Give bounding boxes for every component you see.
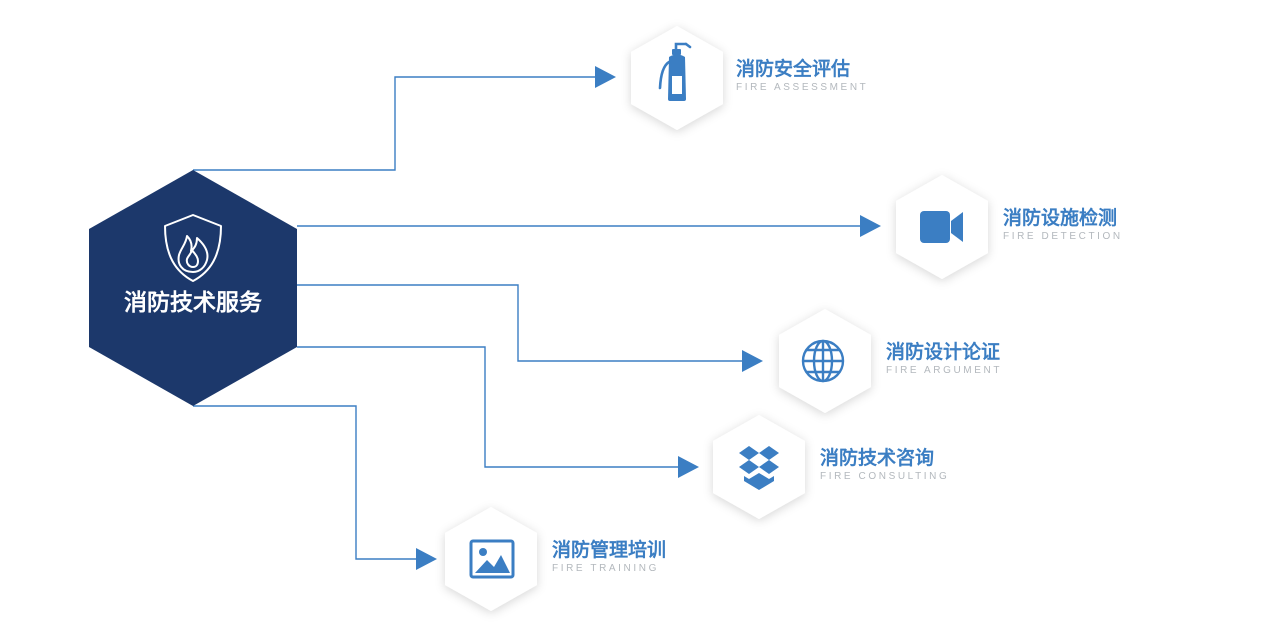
service-title: 消防设计论证 <box>886 341 1001 363</box>
video-camera-icon <box>920 211 963 243</box>
node-assessment[interactable] <box>631 26 723 130</box>
shield-fire-icon <box>164 214 222 282</box>
node-argument[interactable] <box>779 309 871 413</box>
service-title: 消防管理培训 <box>552 539 667 561</box>
fire-extinguisher-icon <box>658 42 692 101</box>
label-assessment: 消防安全评估 FIRE ASSESSMENT <box>736 57 868 95</box>
service-title: 消防技术咨询 <box>820 447 935 469</box>
arrow-consulting <box>678 456 699 478</box>
hub-node <box>89 170 297 406</box>
arrowheads <box>416 66 881 570</box>
label-consulting: 消防技术咨询 FIRE CONSULTING <box>820 446 949 484</box>
image-icon <box>469 539 515 579</box>
service-subtitle: FIRE ARGUMENT <box>886 365 1003 376</box>
connector-argument <box>297 284 744 362</box>
service-subtitle: FIRE ASSESSMENT <box>736 82 869 93</box>
node-consulting[interactable] <box>713 415 805 519</box>
node-training[interactable] <box>445 507 537 611</box>
connector-training <box>193 405 418 560</box>
hexagon-training <box>445 507 537 611</box>
service-subtitle: FIRE CONSULTING <box>820 471 950 482</box>
service-subtitle: FIRE DETECTION <box>1003 231 1123 242</box>
hub-title: 消防技术服务 <box>124 290 262 316</box>
globe-icon <box>801 339 845 383</box>
service-title: 消防设施检测 <box>1003 207 1118 229</box>
service-title: 消防安全评估 <box>736 58 851 80</box>
label-detection: 消防设施检测 FIRE DETECTION <box>1003 206 1123 244</box>
connector-assessment <box>193 76 597 171</box>
arrow-argument <box>742 350 763 372</box>
arrow-detection <box>860 215 881 237</box>
connectors <box>193 76 862 560</box>
label-training: 消防管理培训 FIRE TRAINING <box>552 538 666 576</box>
service-subtitle: FIRE TRAINING <box>552 563 659 574</box>
label-argument: 消防设计论证 FIRE ARGUMENT <box>886 340 1002 378</box>
connector-consulting <box>297 346 680 468</box>
hub-hexagon <box>89 170 297 406</box>
node-detection[interactable] <box>896 175 988 279</box>
dropbox-icon <box>739 446 779 490</box>
arrow-training <box>416 548 437 570</box>
arrow-assessment <box>595 66 616 88</box>
